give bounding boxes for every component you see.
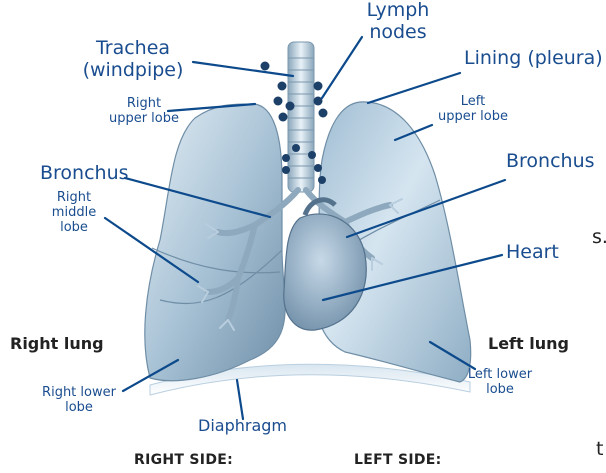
- label-right-upper-lobe: Right upper lobe: [99, 97, 189, 127]
- label-pleura: Lining (pleura): [464, 48, 603, 70]
- label-bronchus-right-lung: Bronchus: [40, 163, 129, 185]
- label-right-lung: Right lung: [10, 335, 104, 353]
- leader-diaphragm: [237, 380, 243, 419]
- label-left-lower-lobe: Left lower lobe: [455, 368, 545, 398]
- label-diaphragm: Diaphragm: [198, 417, 287, 435]
- label-right-lower-lobe: Right lower lobe: [29, 386, 129, 416]
- trachea-shape: [288, 42, 314, 192]
- label-bronchus-left-lung: Bronchus: [506, 151, 595, 173]
- heading-left-side: LEFT SIDE:: [354, 452, 442, 468]
- edge-text-fragment-1: s.: [592, 226, 606, 248]
- leader-trachea: [193, 62, 293, 76]
- label-lymph-nodes: Lymph nodes: [362, 0, 434, 44]
- label-trachea: Trachea (windpipe): [72, 38, 194, 82]
- label-left-upper-lobe: Left upper lobe: [428, 95, 518, 125]
- right-lung-shape: [145, 104, 285, 381]
- label-right-middle-lobe: Right middle lobe: [44, 191, 104, 236]
- edge-text-fragment-2: t: [596, 438, 603, 460]
- label-left-lung: Left lung: [488, 335, 569, 353]
- heading-right-side: RIGHT SIDE:: [134, 452, 233, 468]
- leader-lymph: [322, 37, 362, 98]
- label-heart: Heart: [506, 242, 559, 264]
